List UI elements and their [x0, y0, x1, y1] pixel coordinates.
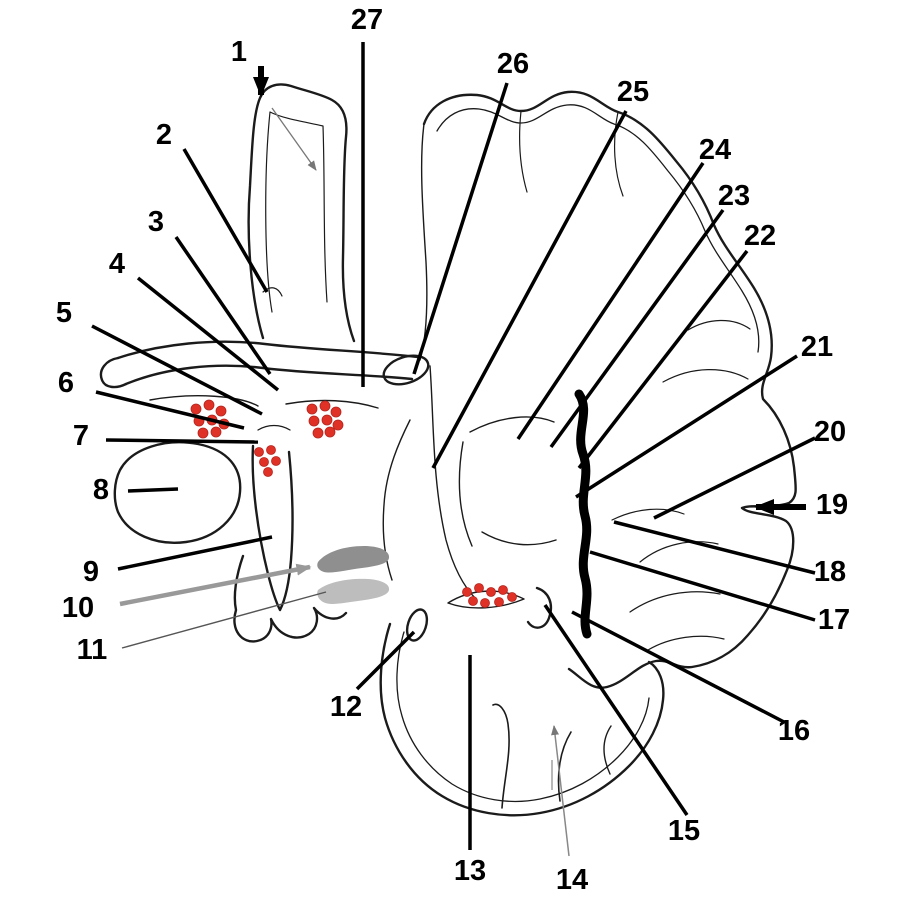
leader-line-16	[571, 610, 785, 724]
label-13: 13	[454, 855, 486, 887]
label-1: 1	[231, 36, 247, 68]
leader-line-6	[95, 390, 245, 430]
leader-line-21	[575, 354, 798, 499]
label-9: 9	[83, 556, 99, 588]
leader-line-12	[355, 630, 416, 691]
leader-line-5	[91, 324, 263, 416]
leader-line-25	[431, 110, 628, 469]
leader-lines	[91, 42, 816, 857]
label-18: 18	[814, 556, 846, 588]
leader-line-17	[589, 550, 816, 622]
temporal-lobe	[379, 622, 665, 817]
gray-mass-light	[317, 578, 390, 604]
label-5: 5	[56, 297, 72, 329]
leader-line-10	[119, 563, 312, 607]
medial-frontal-gyrus	[247, 83, 356, 343]
label-26: 26	[497, 48, 529, 80]
label-8: 8	[93, 474, 109, 506]
label-12: 12	[330, 691, 362, 723]
label-15: 15	[668, 815, 700, 847]
label-6: 6	[58, 367, 74, 399]
leader-line-14	[551, 725, 570, 857]
leader-line-23	[549, 208, 725, 449]
leader-line-15	[543, 604, 689, 816]
leader-line-11	[121, 591, 327, 649]
leader-line-18	[613, 520, 816, 575]
choroid-plexus-red-third-ventricle	[254, 445, 281, 477]
leader-line-9	[117, 535, 273, 571]
choroid-plexus-red-mid	[306, 400, 344, 439]
hippocampus-head	[405, 608, 429, 642]
leader-line-3	[174, 236, 272, 375]
choroid-fissure-hook	[526, 586, 553, 629]
corpus-callosum	[116, 340, 420, 360]
decor-arrow-1	[271, 107, 317, 171]
label-10: 10	[62, 592, 94, 624]
hypothalamic-gyri	[233, 554, 348, 643]
label-11: 11	[77, 634, 108, 666]
label-21: 21	[801, 331, 833, 363]
label-24: 24	[699, 134, 731, 166]
leader-line-4	[136, 276, 280, 392]
label-22: 22	[744, 220, 776, 252]
brain-line-art	[99, 83, 797, 817]
label-23: 23	[718, 180, 750, 212]
choroid-plexus-red-temporal	[462, 583, 517, 608]
label-16: 16	[778, 715, 810, 747]
label-27: 27	[351, 4, 383, 36]
label-20: 20	[814, 416, 846, 448]
splenium	[382, 354, 430, 386]
label-7: 7	[73, 420, 89, 452]
leader-line-7	[105, 438, 259, 444]
leader-line-2	[182, 148, 269, 293]
black-band	[574, 389, 592, 639]
label-17: 17	[818, 604, 850, 636]
label-19: 19	[816, 489, 848, 521]
label-3: 3	[148, 206, 164, 238]
gray-mass-dark	[317, 546, 390, 573]
third-ventricle	[251, 444, 294, 612]
label-4: 4	[109, 248, 125, 280]
leader-line-22	[577, 249, 749, 470]
label-2: 2	[156, 119, 172, 151]
label-25: 25	[617, 76, 649, 108]
label-14: 14	[556, 864, 588, 896]
leader-line-26	[412, 82, 509, 375]
hemisphere-outline	[422, 90, 797, 689]
leader-line-8	[127, 487, 179, 493]
leader-line-24	[516, 162, 705, 440]
leader-line-20	[653, 436, 816, 520]
